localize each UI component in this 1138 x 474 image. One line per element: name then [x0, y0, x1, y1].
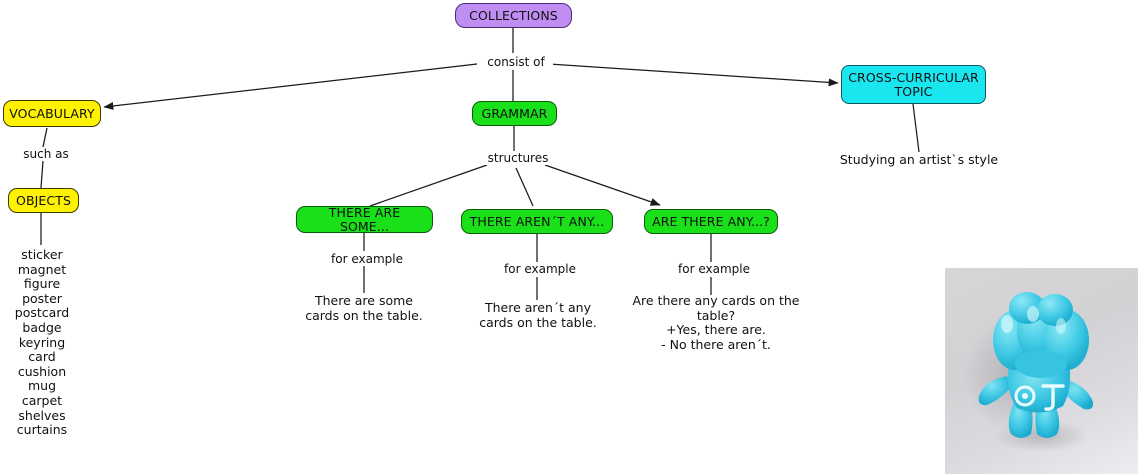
toy-figure-illustration: [963, 292, 1094, 452]
vocabulary-items-list: sticker magnet figure poster postcard ba…: [14, 247, 70, 438]
node-objects[interactable]: OBJECTS: [8, 188, 79, 213]
link-label-for-example-1: for example: [323, 252, 411, 266]
link-label-structures: structures: [481, 151, 555, 165]
example-text-there-arent-any: There aren´t any cards on the table.: [479, 300, 597, 330]
edge-suchas-to-objects: [40, 160, 44, 189]
link-label-for-example-2: for example: [496, 262, 584, 276]
node-grammar[interactable]: GRAMMAR: [472, 101, 557, 126]
edge-vocabulary-to-suchas: [42, 127, 48, 148]
node-vocabulary[interactable]: VOCABULARY: [3, 100, 101, 127]
node-there-arent-any[interactable]: THERE AREN´T ANY...: [461, 209, 613, 234]
cross-curricular-note: Studying an artist`s style: [839, 152, 999, 167]
example-text-there-are-some: There are some cards on the table.: [305, 293, 423, 323]
edge-structures-to-there-arent-any: [515, 167, 534, 207]
edge-crosscurricular-to-note: [912, 103, 920, 153]
edge-consistof-to-vocabulary: [103, 63, 478, 110]
link-label-for-example-3: for example: [670, 262, 758, 276]
example-text-are-there-any: Are there any cards on the table? +Yes, …: [632, 293, 800, 352]
edge-consistof-to-crosscurricular: [548, 63, 839, 87]
node-collections[interactable]: COLLECTIONS: [455, 3, 572, 28]
node-cross-curricular-topic[interactable]: CROSS-CURRICULAR TOPIC: [841, 65, 986, 104]
edge-structures-to-there-are-some: [369, 164, 488, 207]
node-are-there-any[interactable]: ARE THERE ANY...?: [644, 209, 778, 234]
edge-structures-to-are-there-any: [544, 164, 661, 206]
toy-figure-photo: [945, 268, 1138, 474]
link-label-such-as: such as: [10, 147, 82, 161]
link-label-consist-of: consist of: [479, 55, 553, 69]
node-there-are-some[interactable]: THERE ARE SOME...: [296, 205, 433, 233]
